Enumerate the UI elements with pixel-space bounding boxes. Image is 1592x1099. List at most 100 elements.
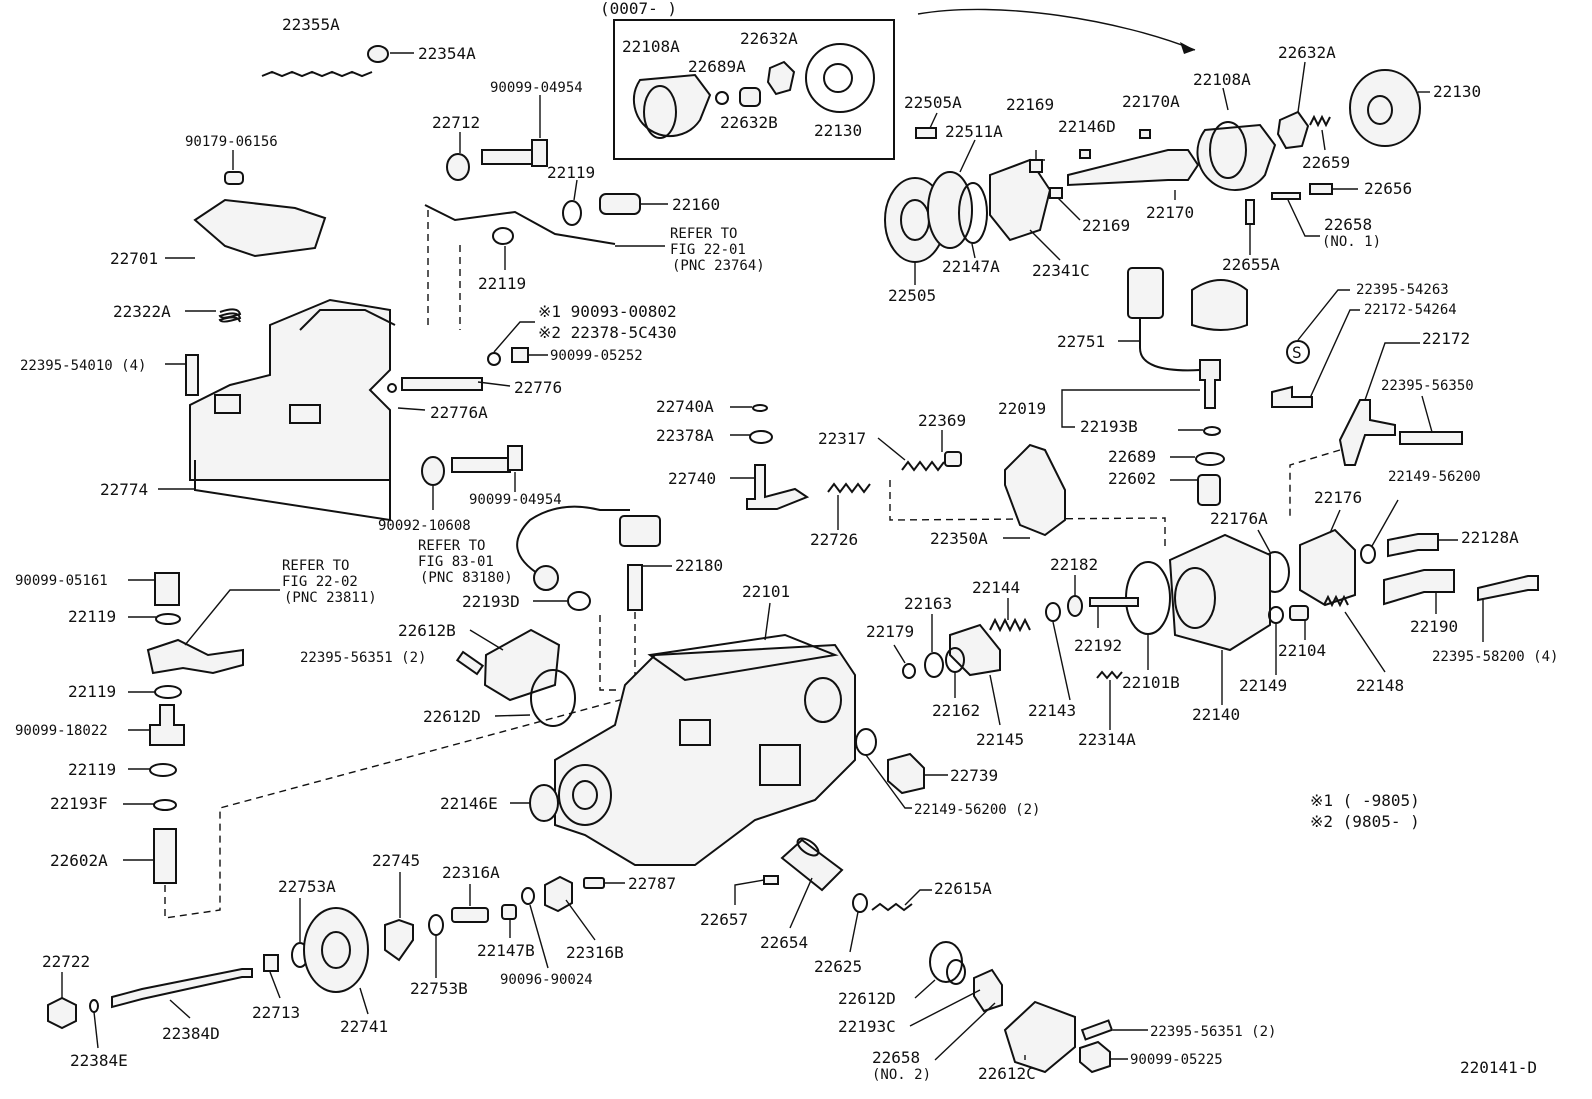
label-22505: 22505	[888, 286, 936, 305]
label-22395-54010: 22395-54010 (4)	[20, 358, 146, 374]
label-22169-a: 22169	[1006, 95, 1054, 114]
leader	[1257, 529, 1271, 553]
label-22176A: 22176A	[1210, 509, 1268, 528]
label-22149-56200-b: 22149-56200 (2)	[914, 802, 1040, 818]
leader	[269, 971, 281, 999]
assembly-line	[599, 615, 620, 691]
label-22101B: 22101B	[1122, 673, 1180, 692]
label-22119-d: 22119	[68, 682, 116, 701]
part-22160-banjo-bolt	[599, 193, 641, 215]
leader	[1344, 611, 1386, 673]
leader	[169, 999, 191, 1019]
part-22148-spring	[1323, 594, 1349, 608]
part-22612B-cover	[483, 628, 561, 702]
label-22169-b: 22169	[1082, 216, 1130, 235]
label-22101: 22101	[742, 582, 790, 601]
label-22745: 22745	[372, 851, 420, 870]
label-22654: 22654	[760, 933, 808, 952]
leader	[397, 407, 426, 411]
part-22751-cap	[1191, 279, 1248, 331]
label-22193D: 22193D	[462, 592, 520, 611]
part-22101-pump-housing	[554, 633, 856, 866]
label-22314A: 22314A	[1078, 730, 1136, 749]
label-90179-06156: 90179-06156	[185, 134, 278, 150]
label-22147A: 22147A	[942, 257, 1000, 276]
part-22193B-oring	[1203, 426, 1221, 436]
part-22740-lever	[746, 464, 810, 510]
label-22395-56351-b: 22395-56351 (2)	[1150, 1024, 1276, 1040]
label-refer-22-02-line3: (PNC 23811)	[284, 590, 377, 606]
part-22147B-ring	[501, 904, 517, 920]
leader	[929, 112, 938, 129]
label-22632A-inset: 22632A	[740, 29, 798, 48]
part-22615A-spring	[871, 902, 913, 912]
part-22192-rod	[1089, 597, 1139, 607]
label-22602A: 22602A	[50, 851, 108, 870]
label-22160: 22160	[672, 195, 720, 214]
label-90099-04954-mid: 90099-04954	[469, 492, 562, 508]
part-22316B-nut	[544, 875, 573, 913]
leader	[565, 899, 596, 941]
inset-part-22689A	[715, 91, 729, 105]
label-90096-90024: 90096-90024	[500, 972, 593, 988]
part-22741-gear	[303, 907, 369, 993]
leader	[529, 904, 549, 969]
leader	[1371, 499, 1399, 547]
inset-part-22108A	[632, 73, 712, 139]
label-22625: 22625	[814, 957, 862, 976]
leader	[764, 602, 771, 641]
label-22190: 22190	[1410, 617, 1458, 636]
part-22108A-timer-piston	[1196, 121, 1277, 191]
label-22395-56351-a: 22395-56351 (2)	[300, 650, 426, 666]
label-22355A: 22355A	[282, 15, 340, 34]
label-22316B: 22316B	[566, 943, 624, 962]
leader	[904, 889, 932, 906]
part-22119-washer-left-a	[155, 613, 181, 625]
part-22355A-spring	[261, 70, 373, 78]
part-22625-ring	[852, 893, 868, 913]
label-22753A: 22753A	[278, 877, 336, 896]
label-22146E: 22146E	[440, 794, 498, 813]
label-22713: 22713	[252, 1003, 300, 1022]
leader	[849, 911, 859, 953]
part-22384D-shaft	[111, 968, 253, 1009]
part-22140-feed-pump-housing	[1168, 533, 1271, 652]
label-22657: 22657	[700, 910, 748, 929]
label-22172-54264: 22172-54264	[1364, 302, 1457, 318]
label-22741: 22741	[340, 1017, 388, 1036]
inset-label: (0007- )	[600, 0, 677, 18]
label-22753B: 22753B	[410, 979, 468, 998]
inset-part-22632B	[739, 87, 761, 107]
label-22119-b: 22119	[478, 274, 526, 293]
label-22354A: 22354A	[418, 44, 476, 63]
label-22350A: 22350A	[930, 529, 988, 548]
label-22104: 22104	[1278, 641, 1326, 660]
part-22130-cover	[1349, 69, 1421, 147]
leader	[1222, 87, 1229, 111]
label-22751: 22751	[1057, 332, 1105, 351]
part-22787-screw	[583, 877, 605, 889]
leader	[1061, 389, 1200, 428]
leader	[477, 381, 511, 387]
label-22108A-inset: 22108A	[622, 37, 680, 56]
inset-arrowhead	[1180, 42, 1195, 54]
part-90099-04954-bolt-mid	[451, 457, 511, 473]
part-22602-filter	[1197, 474, 1221, 506]
label-22119-a: 22119	[547, 163, 595, 182]
label-22612D-b: 22612D	[838, 989, 896, 1008]
label-22726: 22726	[810, 530, 858, 549]
leader	[1309, 309, 1360, 399]
part-22119-washer-top2	[562, 200, 582, 226]
part-overflow-banjo-left	[146, 638, 244, 675]
label-22130: 22130	[1433, 82, 1481, 101]
label-22163: 22163	[904, 594, 952, 613]
label-22612C: 22612C	[978, 1064, 1036, 1083]
leader	[1321, 129, 1326, 151]
part-22180-sensor	[627, 564, 643, 611]
label-22149: 22149	[1239, 676, 1287, 695]
label-90099-05161: 90099-05161	[15, 573, 108, 589]
label-22182: 22182	[1050, 555, 1098, 574]
leader	[1329, 509, 1341, 534]
part-90092-10608-nut	[421, 456, 445, 486]
part-22713-key	[263, 954, 279, 972]
